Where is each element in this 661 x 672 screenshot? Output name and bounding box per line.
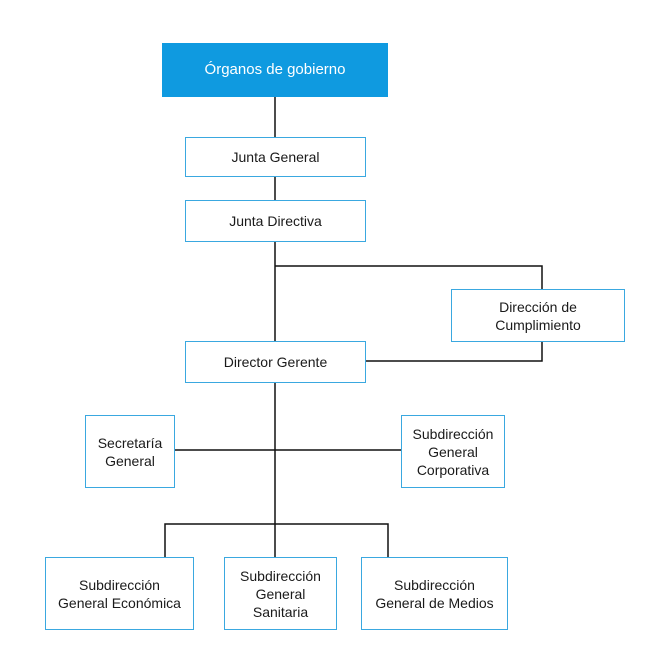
director-gerente-box: Director Gerente: [185, 341, 366, 383]
subdireccion-medios-box: Subdirección General de Medios: [361, 557, 508, 630]
secretaria-general-box: Secretaría General: [85, 415, 175, 488]
junta-directiva-box: Junta Directiva: [185, 200, 366, 242]
direccion-cumplimiento-box: Dirección de Cumplimiento: [451, 289, 625, 342]
organos-de-gobierno-box: Órganos de gobierno: [162, 43, 388, 97]
subdireccion-corporativa-box: Subdirección General Corporativa: [401, 415, 505, 488]
subdireccion-sanitaria-box: Subdirección General Sanitaria: [224, 557, 337, 630]
connector-bottom-branch: [164, 523, 389, 557]
connector-cumplimiento-director: [366, 342, 543, 362]
junta-general-box: Junta General: [185, 137, 366, 177]
subdireccion-economica-box: Subdirección General Económica: [45, 557, 194, 630]
connector-junta-directiva-cumplimiento: [275, 265, 543, 289]
